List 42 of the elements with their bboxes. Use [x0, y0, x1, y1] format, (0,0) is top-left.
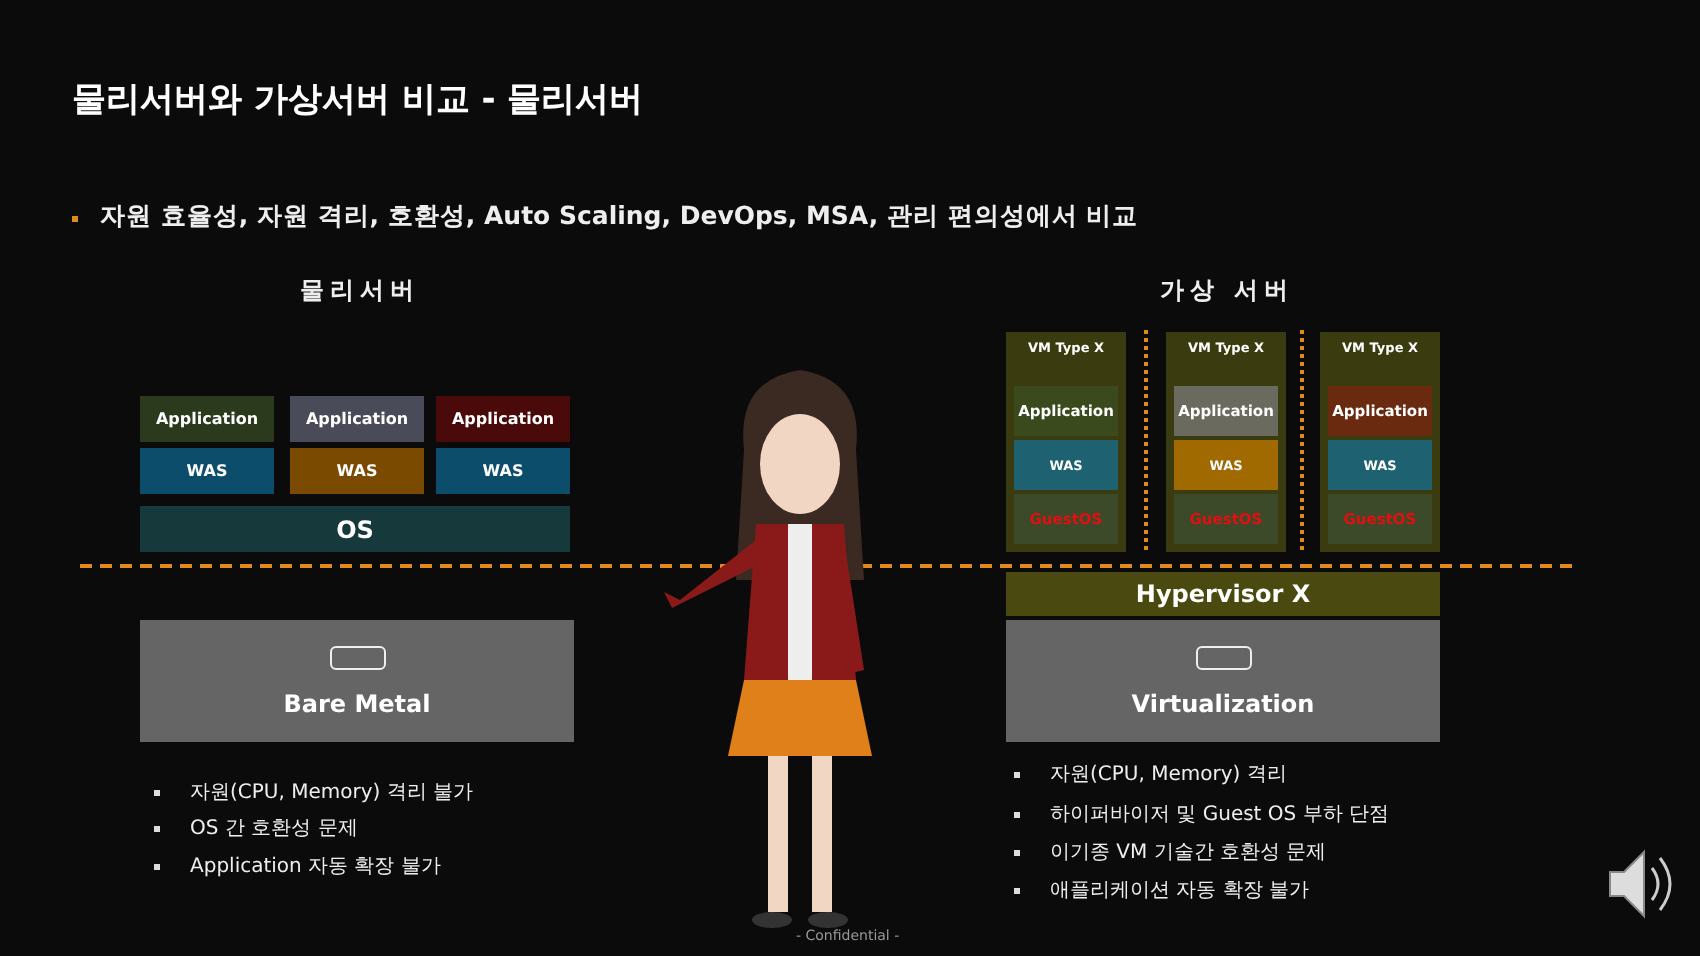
- layer-label: Virtualization: [1131, 689, 1315, 717]
- layer-label: Bare Metal: [283, 689, 431, 717]
- bullet-text: 자원 효율성, 자원 격리, 호환성, Auto Scaling, DevOps, MSA, 관리 편의성에서 비교: [100, 200, 1139, 234]
- layer-label: WAS: [482, 462, 524, 480]
- vm-box: [1320, 332, 1440, 552]
- layer-box: [140, 448, 274, 494]
- bullet-text: 하이퍼바이저 및 Guest OS 부하 단점: [1050, 802, 1389, 828]
- layer-box: [290, 396, 424, 442]
- layer-label: Application: [305, 410, 409, 428]
- layer-box: [290, 448, 424, 494]
- layer-box: [1328, 386, 1432, 436]
- bullet-text: 자원(CPU, Memory) 격리 불가: [190, 780, 474, 806]
- layer-box: [140, 396, 274, 442]
- bullet-text: Application 자동 확장 불가: [190, 854, 441, 880]
- layer-box: [436, 396, 570, 442]
- vm-box: [1006, 332, 1126, 552]
- vm-box: [1166, 332, 1286, 552]
- layer-box: [1328, 494, 1432, 544]
- layer-box: [1328, 440, 1432, 490]
- layer-box: [1174, 440, 1278, 490]
- layer-box: [1014, 440, 1118, 490]
- server-box: [1006, 620, 1440, 742]
- layer-box: [1014, 494, 1118, 544]
- layer-label: Application: [155, 410, 259, 428]
- layer-label: Application: [451, 410, 555, 428]
- bullet-text: 이기종 VM 기술간 호환성 문제: [1050, 840, 1327, 866]
- layer-box: [1174, 494, 1278, 544]
- server-box: [140, 620, 574, 742]
- layer-box: [140, 506, 570, 552]
- column-heading: 물리서버: [300, 274, 420, 308]
- layer-label: WAS: [336, 462, 378, 480]
- slide-title: 물리서버와 가상서버 비교 - 물리서버: [72, 78, 644, 122]
- layer-label: Hypervisor X: [1135, 580, 1311, 608]
- bullet-text: OS 간 호환성 문제: [190, 816, 358, 842]
- layer-box: [436, 448, 570, 494]
- bullet-text: 애플리케이션 자동 확장 불가: [1050, 878, 1310, 904]
- bullet-text: 자원(CPU, Memory) 격리: [1050, 762, 1287, 788]
- layer-box: [1006, 572, 1440, 616]
- column-heading: 가상 서버: [1160, 274, 1295, 308]
- layer-box: [1174, 386, 1278, 436]
- layer-label: OS: [336, 515, 374, 543]
- layer-label: WAS: [186, 462, 228, 480]
